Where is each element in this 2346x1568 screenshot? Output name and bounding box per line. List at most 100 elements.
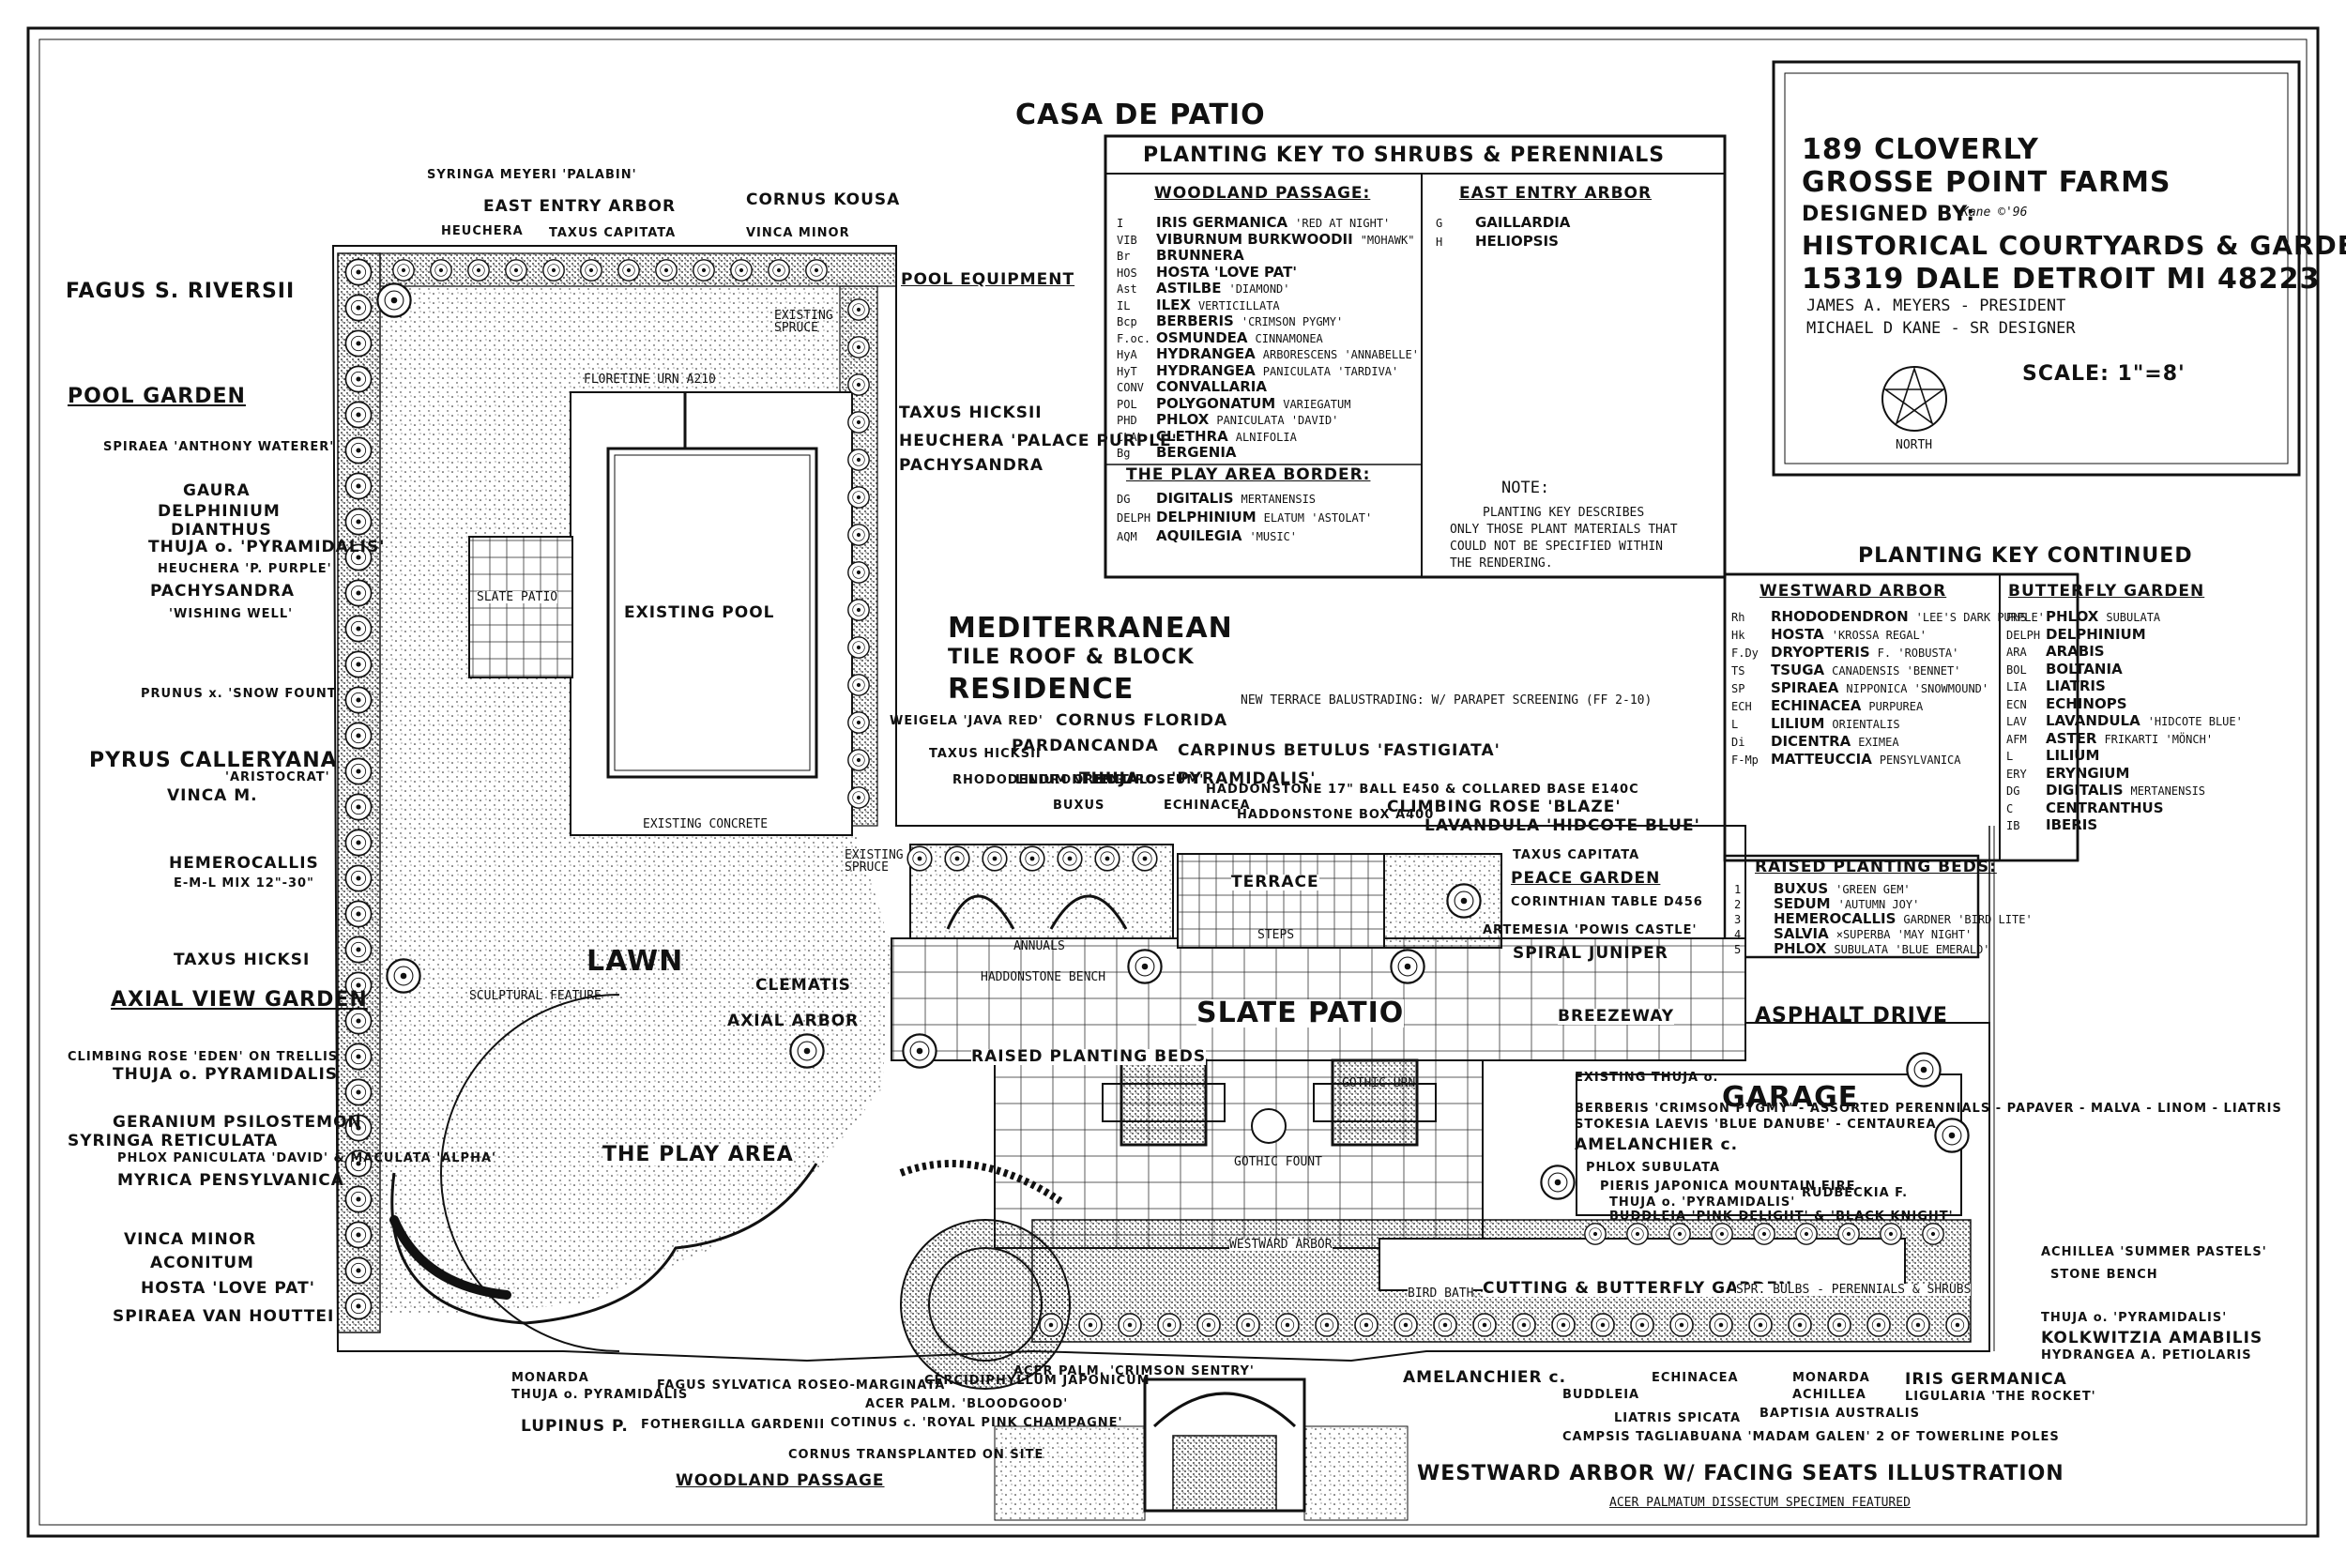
- key-plant: AQUILEGIA: [1156, 527, 1242, 544]
- plant-label-cornus-f: CORNUS FLORIDA: [1056, 711, 1228, 730]
- key-code: CONV: [1117, 381, 1144, 394]
- shrub-icon: [847, 336, 870, 358]
- key-code: LIA: [2006, 680, 2027, 693]
- key-plant: ASTER: [2046, 729, 2097, 747]
- key-code: DG: [1117, 493, 1131, 506]
- plant-label-echinacea: ECHINACEA: [1164, 799, 1251, 813]
- plant-label-spiraea-vh: SPIRAEA VAN HOUTTEI: [113, 1307, 335, 1326]
- residence-line-1: MEDITERRANEAN: [948, 612, 1233, 645]
- woodland-heading: WOODLAND PASSAGE:: [1154, 184, 1371, 203]
- key-plant: RHODODENDRON: [1771, 608, 1909, 625]
- key-row: CONV CONVALLARIA: [1117, 378, 1267, 395]
- shrub-icon: [580, 259, 602, 282]
- key-code: HyA: [1117, 348, 1137, 361]
- shrub-icon: [847, 749, 870, 771]
- key-plant: GAILLARDIA: [1475, 214, 1571, 231]
- key-code: Br: [1117, 250, 1131, 263]
- plant-label-hydrangea-p: HYDRANGEA A. PETIOLARIS: [2041, 1348, 2252, 1362]
- key-code: Bg: [1117, 447, 1131, 460]
- shrub-icon: [1906, 1052, 1942, 1088]
- plant-label-taxus-h3: TAXUS HICKSII: [929, 747, 1042, 761]
- key-cultivar: FRIKARTI 'MÖNCH': [2104, 732, 2214, 746]
- plant-label-fagus: FAGUS S. RIVERSII: [66, 280, 296, 303]
- shrub-icon: [1472, 1313, 1497, 1337]
- key-plant: ARABIS: [2046, 643, 2105, 660]
- shrub-icon: [344, 579, 373, 607]
- key-code: 2: [1734, 898, 1742, 911]
- plant-label-berberis-mix: BERBERIS 'CRIMSON PYGMY' - ASSORTED PERE…: [1575, 1102, 2282, 1116]
- note-line-1: PLANTING KEY DESCRIBES: [1483, 506, 1645, 520]
- shrub-icon: [1094, 845, 1120, 872]
- plant-label-thuja5: THUJA o. 'PYRAMIDALIS': [2041, 1311, 2228, 1325]
- key-cultivar: 'RED AT NIGHT': [1295, 217, 1391, 230]
- shrub-icon: [1551, 1313, 1576, 1337]
- sheet-title: CASA DE PATIO: [1015, 99, 1266, 131]
- key-plant: CONVALLARIA: [1156, 378, 1267, 395]
- key-cultivar: NIPPONICA 'SNOWMOUND': [1846, 682, 1989, 695]
- shrub-icon: [344, 829, 373, 857]
- shrub-icon: [392, 259, 415, 282]
- shrub-icon: [1669, 1313, 1694, 1337]
- steps-label: STEPS: [1257, 928, 1295, 942]
- key-cultivar: ARBORESCENS 'ANNABELLE': [1262, 348, 1419, 361]
- plant-label-stone-bench: STONE BENCH: [2050, 1268, 2158, 1282]
- key-cultivar: CINNAMONEA: [1255, 331, 1323, 345]
- key-code: PHS: [2006, 611, 2027, 624]
- key-code: 1: [1734, 883, 1742, 896]
- plant-label-spiraea: SPIRAEA 'ANTHONY WATERER': [103, 440, 335, 454]
- plant-label-pachy: PACHYSANDRA: [150, 582, 296, 601]
- annuals-label: ANNUALS: [1013, 939, 1065, 953]
- shrub-icon: [1039, 1313, 1063, 1337]
- key-code: Rh: [1731, 611, 1745, 624]
- plant-label-lilium-o: LILIUM ORIENTAL: [1015, 773, 1149, 787]
- shrub-icon: [1394, 1313, 1418, 1337]
- shrub-icon: [1945, 1313, 1970, 1337]
- shrub-icon: [344, 472, 373, 500]
- shrub-icon: [617, 259, 640, 282]
- plant-label-heuchera-t: HEUCHERA: [441, 224, 524, 238]
- shrub-icon: [344, 757, 373, 785]
- shrub-icon: [542, 259, 565, 282]
- plant-label-pachy2: PACHYSANDRA: [899, 456, 1044, 475]
- bird-bath-label: BIRD BATH: [1408, 1286, 1474, 1301]
- plant-label-rhodo: RHODODENDRON 'ENG. ROSEUM': [952, 773, 1205, 787]
- key-row: AFM ASTER FRIKARTI 'MÖNCH': [2006, 730, 2213, 747]
- key-cultivar: 'HIDCOTE BLUE': [2147, 715, 2243, 728]
- key-code: TS: [1731, 664, 1745, 677]
- shrub-icon: [1118, 1313, 1142, 1337]
- axial-arbor-label: AXIAL ARBOR: [727, 1012, 860, 1030]
- key-cultivar: ORIENTALIS: [1832, 718, 1900, 731]
- plant-label-lupinus: LUPINUS P.: [521, 1417, 629, 1436]
- key-code: AFM: [2006, 732, 2027, 746]
- key-plant: HYDRANGEA: [1156, 345, 1256, 362]
- shrub-icon: [944, 845, 970, 872]
- key-plant: TSUGA: [1771, 662, 1825, 678]
- plant-label-climbing-blaze: CLIMBING ROSE 'BLAZE': [1387, 798, 1622, 816]
- key-cultivar: F. 'ROBUSTA': [1877, 647, 1959, 660]
- key-plant: LILIUM: [2046, 747, 2100, 764]
- plant-label-pyrus: PYRUS CALLERYANA: [89, 749, 338, 772]
- key-cultivar: ELATUM 'ASTOLAT': [1263, 511, 1373, 525]
- plant-label-stokesia: STOKESIA LAEVIS 'BLUE DANUBE' - CENTAURE…: [1575, 1118, 1937, 1132]
- shrub-icon: [1626, 1223, 1649, 1245]
- plant-label-monarda1: MONARDA: [511, 1371, 589, 1385]
- note-line-4: THE RENDERING.: [1450, 556, 1553, 571]
- shrub-icon: [847, 636, 870, 659]
- key-code: PHD: [1117, 414, 1137, 427]
- residence-line-2: TILE ROOF & BLOCK: [948, 646, 1195, 669]
- key-cultivar: 'KROSSA REGAL': [1831, 629, 1927, 642]
- shrub-icon: [344, 1007, 373, 1035]
